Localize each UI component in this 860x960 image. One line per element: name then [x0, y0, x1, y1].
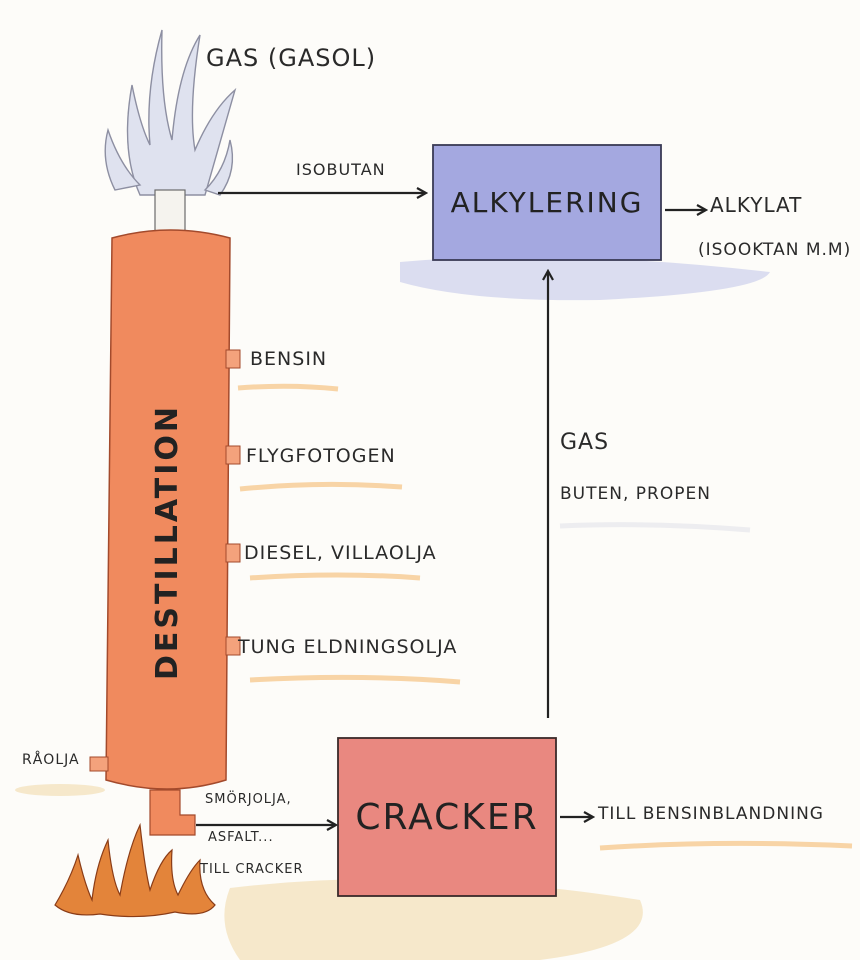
fire-icon	[54, 822, 216, 918]
flygfotogen-underline	[239, 481, 403, 492]
label-buten-propen: BUTEN, PROPEN	[560, 484, 711, 504]
diesel-underline	[249, 572, 421, 581]
outlet-bensin	[225, 349, 241, 369]
label-isooktan: (ISOOKTAN M.M)	[698, 240, 852, 260]
outlet-tung	[225, 636, 241, 656]
label-diesel: DIESEL, VILLAOLJA	[244, 542, 437, 564]
label-till-bensinblandning: TILL BENSINBLANDNING	[598, 804, 824, 824]
outlet-flygfotogen	[225, 445, 241, 465]
alkylering-box	[432, 144, 662, 261]
label-flygfotogen: FLYGFOTOGEN	[246, 445, 396, 467]
bensin-underline	[237, 383, 339, 392]
buten-underline	[559, 522, 751, 533]
blue-wash	[400, 256, 770, 301]
tower-nozzle	[154, 189, 186, 237]
label-cracker: CRACKER	[355, 796, 539, 838]
outlet-diesel	[225, 543, 241, 563]
label-tung-eldningsolja: TUNG ELDNINGSOLJA	[238, 636, 458, 658]
inlet-raolja	[89, 756, 109, 772]
label-destillation: DESTILLATION	[150, 404, 185, 680]
label-bensin: BENSIN	[250, 348, 328, 370]
label-isobutan: ISOBUTAN	[296, 160, 386, 179]
sand-wash-left	[15, 784, 105, 796]
sand-wash	[224, 878, 643, 960]
label-smorjolja: SMÖRJOLJA,	[205, 792, 292, 807]
label-asfalt: ASFALT...	[208, 830, 274, 845]
tower-bottom-stem	[149, 789, 196, 836]
label-alkylering: ALKYLERING	[450, 186, 644, 219]
label-alkylat: ALKYLAT	[710, 193, 803, 217]
label-raolja: RÅOLJA	[22, 752, 80, 768]
label-gas: GAS	[560, 430, 610, 455]
label-gas-gasol: GAS (GASOL)	[206, 44, 377, 72]
label-till-cracker: TILL CRACKER	[200, 862, 304, 877]
tung-underline	[249, 674, 461, 685]
gas-flame-icon	[104, 29, 237, 196]
distillation-tower	[105, 229, 231, 790]
cracker-box	[337, 737, 557, 897]
bensinblandning-underline	[599, 840, 853, 851]
